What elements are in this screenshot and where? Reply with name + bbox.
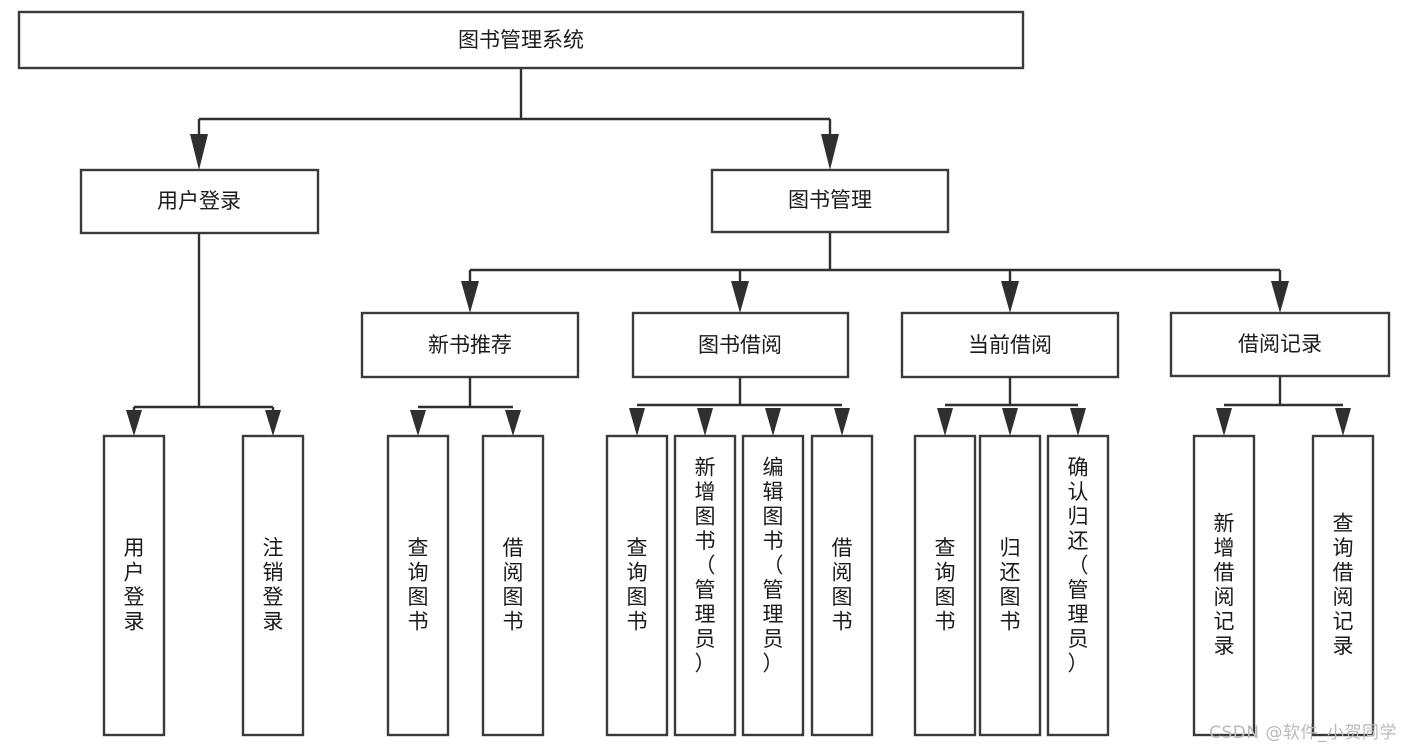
- node-leaf-query-record-box[interactable]: [1311, 434, 1375, 737]
- node-leaf-query-record[interactable]: 查询借阅记录: [1311, 434, 1375, 737]
- node-root-box[interactable]: [17, 10, 1025, 70]
- node-leaf-query-book-1[interactable]: 查询图书: [386, 434, 450, 737]
- arrow-head-leaf-user-login: [126, 410, 142, 436]
- connector-group-user-login: [126, 233, 281, 436]
- arrow-head-leaf-query-record: [1335, 408, 1351, 436]
- node-user-login-box[interactable]: [79, 168, 320, 235]
- node-root[interactable]: 图书管理系统: [17, 10, 1025, 70]
- node-book-borrow-label: 图书借阅: [698, 333, 782, 357]
- arrow-head-leaf-borrow-book-1: [505, 410, 521, 436]
- node-current-borrow[interactable]: 当前借阅: [900, 311, 1120, 379]
- node-borrow-record-label: 借阅记录: [1238, 332, 1322, 356]
- node-user-login[interactable]: 用户登录: [79, 168, 320, 235]
- arrow-head-leaf-query-book-1: [410, 410, 426, 436]
- node-leaf-query-book-1-box[interactable]: [386, 434, 450, 737]
- connector-group-book-borrow: [629, 377, 850, 436]
- arrow-head-leaf-edit-book: [765, 408, 781, 436]
- arrow-head-leaf-logout: [265, 410, 281, 436]
- connector-group-root: [190, 68, 839, 170]
- node-new-book-recommend-box[interactable]: [360, 311, 580, 379]
- arrow-head-leaf-return-book: [1002, 408, 1018, 436]
- node-leaf-borrow-book-1-box[interactable]: [481, 434, 545, 737]
- node-user-login-label: 用户登录: [157, 189, 241, 213]
- node-leaf-user-login[interactable]: 用户登录: [102, 434, 166, 737]
- connector-group-current-borrow: [937, 377, 1086, 436]
- node-leaf-query-book-2-label: 查询图书: [627, 536, 648, 634]
- node-leaf-logout[interactable]: 注销登录: [241, 434, 305, 737]
- node-leaf-borrow-book-2[interactable]: 借阅图书: [810, 434, 874, 737]
- node-leaf-return-book-label: 归还图书: [1000, 536, 1021, 634]
- node-leaf-return-book[interactable]: 归还图书: [978, 434, 1042, 737]
- node-leaf-borrow-book-1-label: 借阅图书: [503, 536, 524, 634]
- node-leaf-borrow-book-2-box[interactable]: [810, 434, 874, 737]
- node-current-borrow-label: 当前借阅: [968, 333, 1052, 357]
- node-borrow-record[interactable]: 借阅记录: [1169, 311, 1391, 378]
- node-leaf-query-book-1-label: 查询图书: [408, 536, 429, 634]
- node-leaf-query-book-3-box[interactable]: [913, 434, 977, 737]
- connector-group-book-manage: [461, 232, 1289, 313]
- node-book-manage-box[interactable]: [710, 168, 950, 234]
- node-new-book-recommend[interactable]: 新书推荐: [360, 311, 580, 379]
- node-leaf-query-record-label: 查询借阅记录: [1333, 511, 1354, 658]
- node-leaf-query-book-3-label: 查询图书: [935, 536, 956, 634]
- connector-group-new-book-recommend: [410, 377, 521, 436]
- arrow-head-user-login: [190, 134, 208, 170]
- node-book-borrow[interactable]: 图书借阅: [631, 311, 850, 379]
- arrow-head-current-borrow: [1001, 281, 1019, 313]
- node-leaf-borrow-book-2-label: 借阅图书: [832, 536, 853, 634]
- node-leaf-query-book-2[interactable]: 查询图书: [605, 434, 669, 737]
- node-leaf-logout-label: 注销登录: [263, 536, 284, 634]
- node-leaf-edit-book[interactable]: 编辑图书（管理员）: [741, 434, 805, 737]
- node-leaf-logout-box[interactable]: [241, 434, 305, 737]
- node-leaf-add-record-box[interactable]: [1192, 434, 1256, 737]
- node-leaf-query-book-2-box[interactable]: [605, 434, 669, 737]
- arrow-head-leaf-query-book-3: [937, 408, 953, 436]
- node-leaf-borrow-book-1[interactable]: 借阅图书: [481, 434, 545, 737]
- node-leaf-confirm-return-box[interactable]: [1046, 434, 1110, 737]
- node-leaf-user-login-label: 用户登录: [124, 536, 145, 634]
- arrow-head-book-manage: [821, 134, 839, 170]
- node-leaf-add-record-label: 新增借阅记录: [1214, 511, 1235, 658]
- node-book-borrow-box[interactable]: [631, 311, 850, 379]
- arrow-head-leaf-add-record: [1216, 408, 1232, 436]
- arrow-head-book-borrow: [731, 281, 749, 313]
- node-leaf-query-book-3[interactable]: 查询图书: [913, 434, 977, 737]
- node-leaf-return-book-box[interactable]: [978, 434, 1042, 737]
- node-leaf-edit-book-label: 编辑图书（管理员）: [763, 455, 784, 675]
- node-leaf-add-book-label: 新增图书（管理员）: [695, 455, 716, 675]
- node-leaf-confirm-return-label: 确认归还（管理员）: [1068, 455, 1089, 675]
- arrow-head-leaf-query-book-2: [629, 408, 645, 436]
- node-borrow-record-box[interactable]: [1169, 311, 1391, 378]
- node-root-label: 图书管理系统: [458, 28, 584, 52]
- arrow-head-borrow-record: [1271, 281, 1289, 313]
- arrow-head-new-book-recommend: [461, 281, 479, 313]
- arrow-head-leaf-borrow-book-2: [834, 408, 850, 436]
- node-book-manage[interactable]: 图书管理: [710, 168, 950, 234]
- arrow-head-leaf-add-book: [697, 408, 713, 436]
- arrow-head-leaf-confirm-return: [1070, 408, 1086, 436]
- node-leaf-add-book[interactable]: 新增图书（管理员）: [673, 434, 737, 737]
- node-new-book-recommend-label: 新书推荐: [428, 333, 512, 357]
- connector-group-borrow-record: [1216, 376, 1351, 436]
- node-current-borrow-box[interactable]: [900, 311, 1120, 379]
- node-leaf-edit-book-box[interactable]: [741, 434, 805, 737]
- node-leaf-confirm-return[interactable]: 确认归还（管理员）: [1046, 434, 1110, 737]
- node-leaf-add-book-box[interactable]: [673, 434, 737, 737]
- node-leaf-add-record[interactable]: 新增借阅记录: [1192, 434, 1256, 737]
- node-book-manage-label: 图书管理: [788, 188, 872, 212]
- node-leaf-user-login-box[interactable]: [102, 434, 166, 737]
